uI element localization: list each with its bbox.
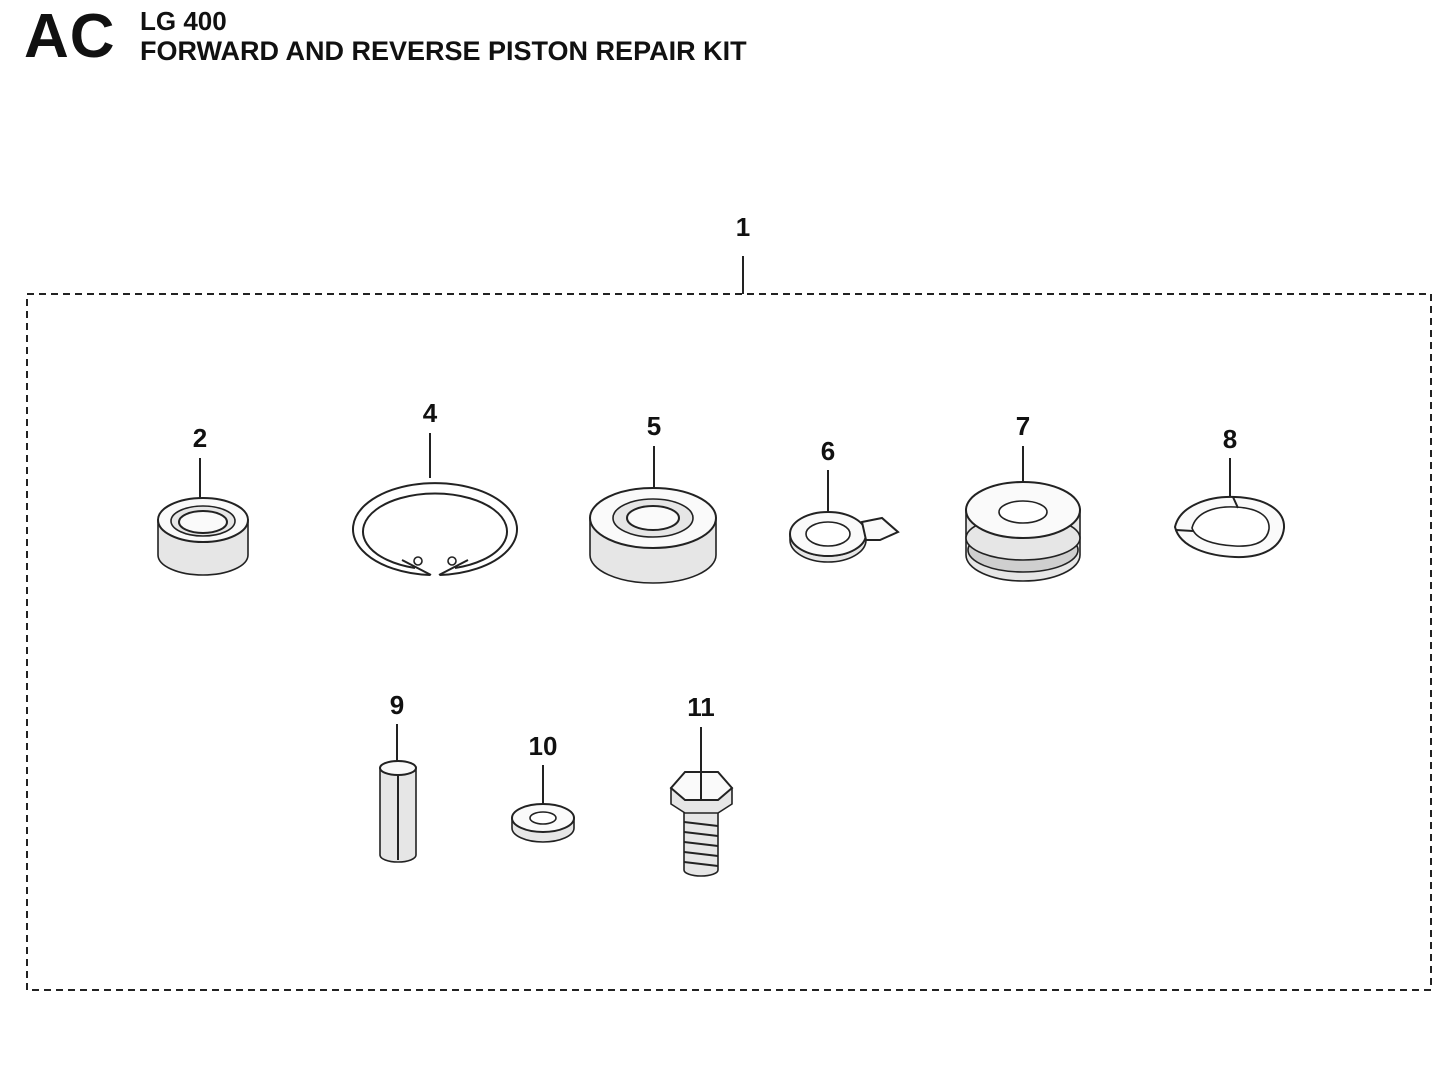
hex-bolt-icon (669, 771, 734, 877)
bearing-icon (157, 497, 249, 576)
callout-8: 8 (1223, 424, 1237, 454)
flat-washer-icon (511, 803, 575, 843)
page-title: FORWARD AND REVERSE PISTON REPAIR KIT (140, 36, 747, 66)
callout-5: 5 (647, 411, 661, 441)
roll-pin-icon (379, 760, 417, 863)
callout-7: 7 (1016, 411, 1030, 441)
callout-1: 1 (736, 212, 750, 242)
callout-10: 10 (529, 731, 558, 761)
callout-6: 6 (821, 436, 835, 466)
retaining-ring-icon (352, 482, 518, 576)
model-name: LG 400 (140, 6, 227, 36)
section-code: AC (24, 2, 116, 71)
bearing-icon (589, 487, 717, 584)
piston-icon (965, 481, 1081, 582)
wave-washer-icon (1173, 495, 1286, 559)
callout-9: 9 (390, 690, 404, 720)
kit-boundary (26, 293, 1432, 991)
callout-2: 2 (193, 423, 207, 453)
lock-washer-icon (789, 511, 900, 563)
callout-4: 4 (423, 398, 438, 428)
callout-11: 11 (687, 692, 715, 722)
